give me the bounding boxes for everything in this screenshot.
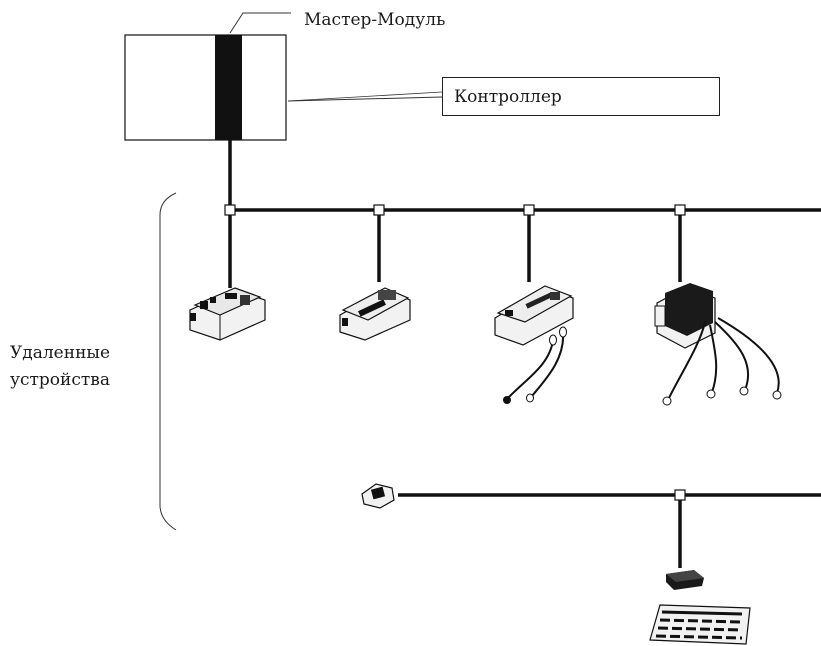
master-module-label: Мастер-Модуль: [304, 10, 446, 30]
tee-connector-4: [674, 204, 686, 216]
cable-3b: [531, 331, 565, 397]
remote-devices-label-line-1: Удаленные: [10, 343, 110, 363]
controller-unit: [124, 34, 287, 141]
remote-devices-label: Удаленные устройства: [10, 340, 110, 394]
io-module-3: [494, 285, 574, 346]
tee-connector-5: [674, 489, 686, 501]
terminal-device: [666, 570, 704, 590]
cable-3a: [507, 339, 554, 399]
io-hub-module: [654, 283, 716, 349]
io-module-2: [339, 287, 411, 341]
io-module-1: [189, 287, 266, 341]
remote-devices-bracket: [159, 192, 177, 531]
tee-connector-3: [523, 204, 535, 216]
remote-devices-label-line-2: устройства: [10, 370, 111, 391]
controller-callout: Контроллер: [442, 77, 720, 116]
controller-label: Контроллер: [454, 87, 562, 107]
tee-connector-2: [373, 204, 385, 216]
controller-leader: [287, 96, 443, 102]
keypad-device: [649, 604, 751, 645]
small-sensor: [361, 483, 395, 509]
master-module-leader: [229, 12, 291, 34]
tee-connector-1: [224, 204, 236, 216]
master-module-block: [215, 35, 242, 140]
